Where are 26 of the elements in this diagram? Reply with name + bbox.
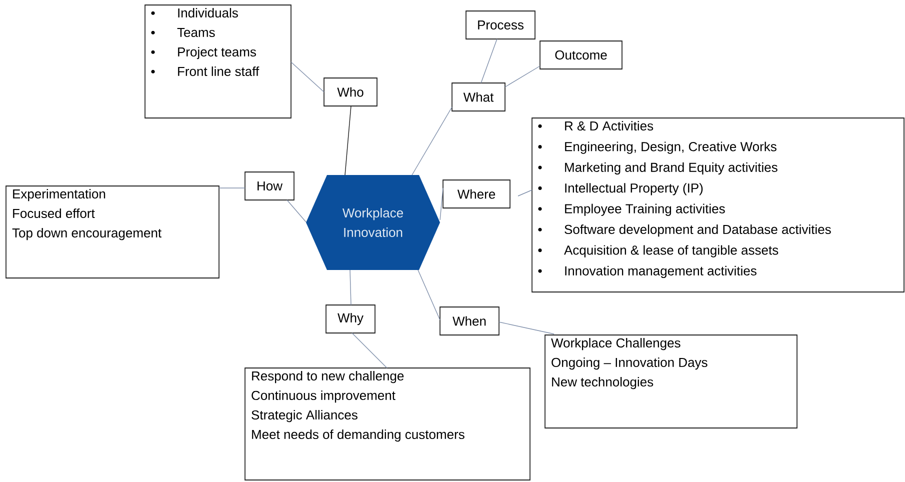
connector-line <box>418 270 440 320</box>
label-box: Who <box>324 78 378 106</box>
hexagon: Workplace Innovation <box>306 175 440 270</box>
label-box: How <box>244 172 294 200</box>
connector-line <box>504 66 540 88</box>
connector-line <box>350 270 352 306</box>
label-box: Where <box>442 180 510 208</box>
connector-line <box>412 106 452 176</box>
label-box: Process <box>466 10 536 40</box>
connector-line <box>498 322 554 334</box>
label-box: Why <box>326 304 376 334</box>
label-box: When <box>440 306 500 336</box>
list-box: Respond to new challenge Continuous improvement Strategic Alliances Meet needs of demanding customers <box>244 368 530 480</box>
connector-line <box>290 62 324 92</box>
connector-line <box>352 332 388 368</box>
list-box: R & D Activities Engineering, Design, Creative Works Marketing and Brand Equity activities Intellectual Property (IP) Employee Training activities Software development and Database activities Acquisition & lease of tangible assets Innovation management activities <box>532 118 904 292</box>
list-box: Experimentation Focused effort Top down encouragement <box>6 186 220 278</box>
connector-line <box>480 38 498 84</box>
label-box: Outcome <box>540 40 622 70</box>
list-box: Individuals Teams Project teams Front line staff <box>144 4 292 118</box>
list-box: Workplace Challenges Ongoing – Innovation Days New technologies <box>544 334 798 428</box>
connector-line <box>518 190 532 196</box>
label-box: What <box>452 82 506 112</box>
connector-line <box>440 188 444 220</box>
connector-line <box>286 200 306 222</box>
connector-line <box>344 106 352 176</box>
